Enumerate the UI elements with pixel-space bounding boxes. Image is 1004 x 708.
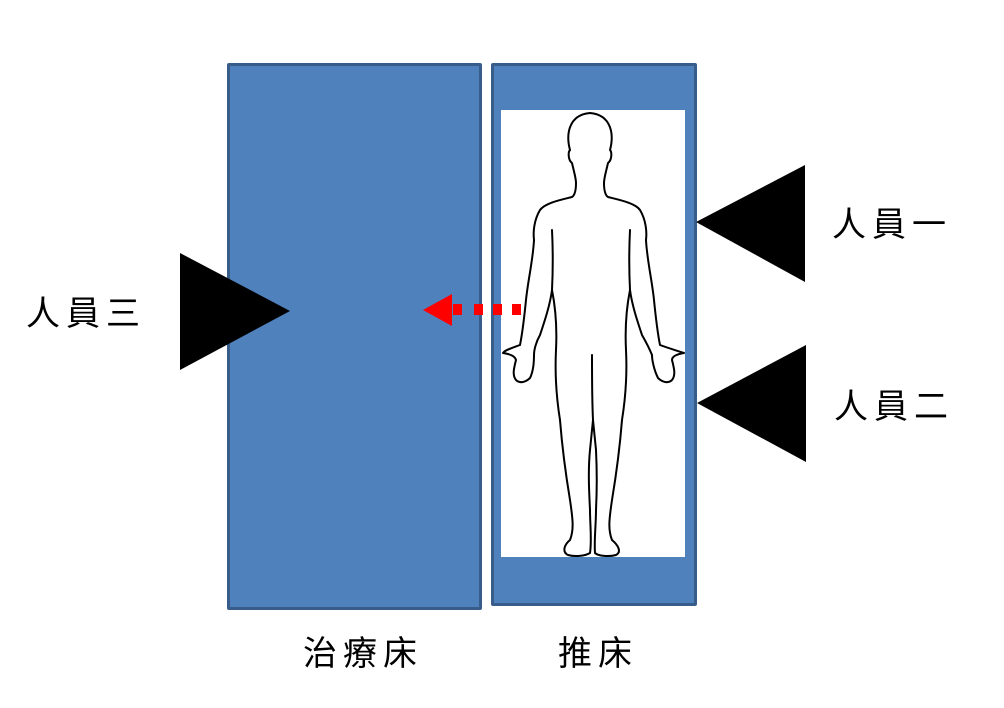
staff-3-label: 人員三 [26, 294, 146, 334]
staff-3-pointer-icon [180, 253, 290, 370]
stretcher-mattress [501, 110, 685, 557]
stretcher-label: 推床 [558, 634, 638, 674]
transfer-arrow-icon [423, 294, 521, 326]
staff-1-label: 人員一 [832, 205, 952, 245]
human-body-icon [502, 112, 685, 558]
staff-1-pointer-icon [696, 165, 805, 282]
staff-2-label: 人員二 [834, 387, 954, 427]
staff-2-pointer-icon [697, 345, 806, 462]
treatment-bed [227, 63, 482, 610]
treatment-bed-label: 治療床 [303, 634, 423, 674]
